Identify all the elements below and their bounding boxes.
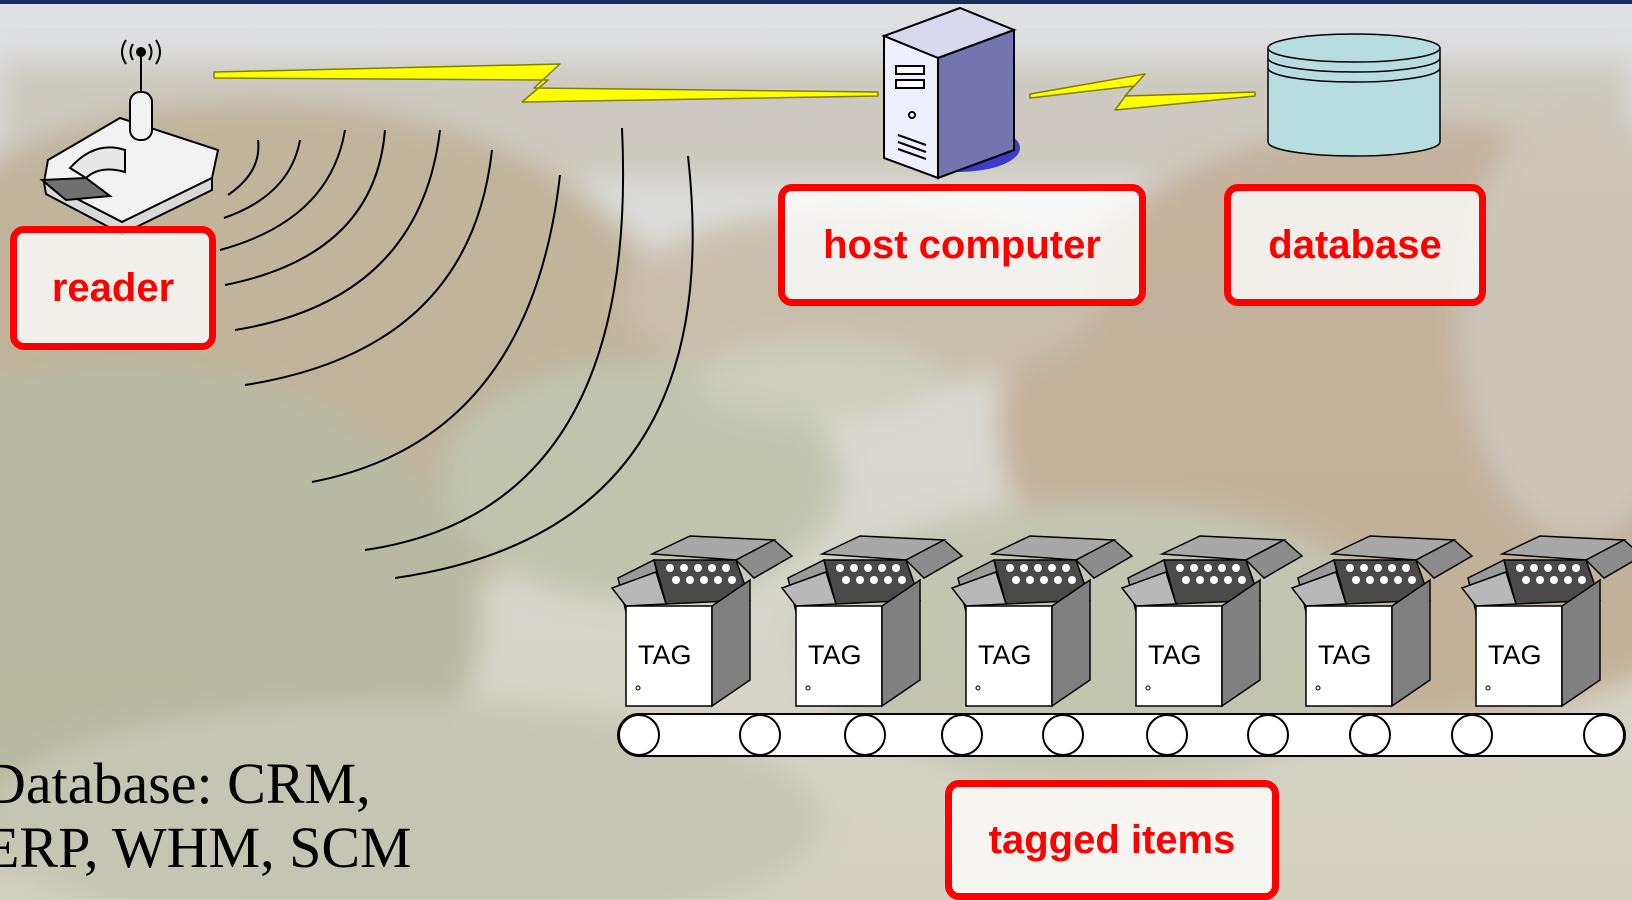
tagged-items-group: TAG TAG TAG TAG TAG TAG	[610, 535, 1632, 708]
tag-label: TAG	[1148, 640, 1202, 670]
conveyor-roller	[1042, 714, 1084, 756]
tag-label: TAG	[808, 640, 862, 670]
database-note: Database: CRM, ERP, WHM, SCM	[0, 752, 412, 880]
tagged-box-icon: TAG	[1460, 535, 1632, 708]
radio-waves	[219, 127, 694, 579]
database-label: database	[1224, 184, 1486, 306]
tagged-items-label: tagged items	[945, 780, 1279, 900]
host-computer-label: host computer	[778, 184, 1146, 306]
conveyor-roller	[1247, 714, 1289, 756]
tag-label: TAG	[638, 640, 692, 670]
conveyor-roller	[618, 714, 660, 756]
database-note-line-1: Database: CRM,	[0, 751, 371, 816]
conveyor-roller	[1146, 714, 1188, 756]
tag-label: TAG	[978, 640, 1032, 670]
conveyor-roller	[1451, 714, 1493, 756]
conveyor-roller	[739, 714, 781, 756]
lightning-bolt-link-icon	[213, 63, 879, 103]
tag-label: TAG	[1318, 640, 1372, 670]
conveyor-roller	[844, 714, 886, 756]
conveyor-roller	[1349, 714, 1391, 756]
top-border-bar	[0, 0, 1632, 4]
tagged-box-icon: TAG	[950, 535, 1134, 708]
database-note-line-2: ERP, WHM, SCM	[0, 815, 412, 880]
conveyor-roller	[941, 714, 983, 756]
tagged-box-icon: TAG	[780, 535, 964, 708]
server-tower-icon	[881, 6, 1020, 180]
tagged-box-icon: TAG	[1120, 535, 1304, 708]
tagged-box-icon: TAG	[610, 535, 794, 708]
database-cylinder-icon	[1267, 33, 1441, 157]
conveyor-belt	[617, 713, 1626, 757]
reader-label: reader	[10, 226, 216, 350]
tagged-box-icon: TAG	[1290, 535, 1474, 708]
lightning-bolt-link-icon	[1029, 73, 1256, 111]
tag-label: TAG	[1488, 640, 1542, 670]
conveyor-roller	[1583, 714, 1625, 756]
rfid-reader-icon	[39, 39, 220, 236]
